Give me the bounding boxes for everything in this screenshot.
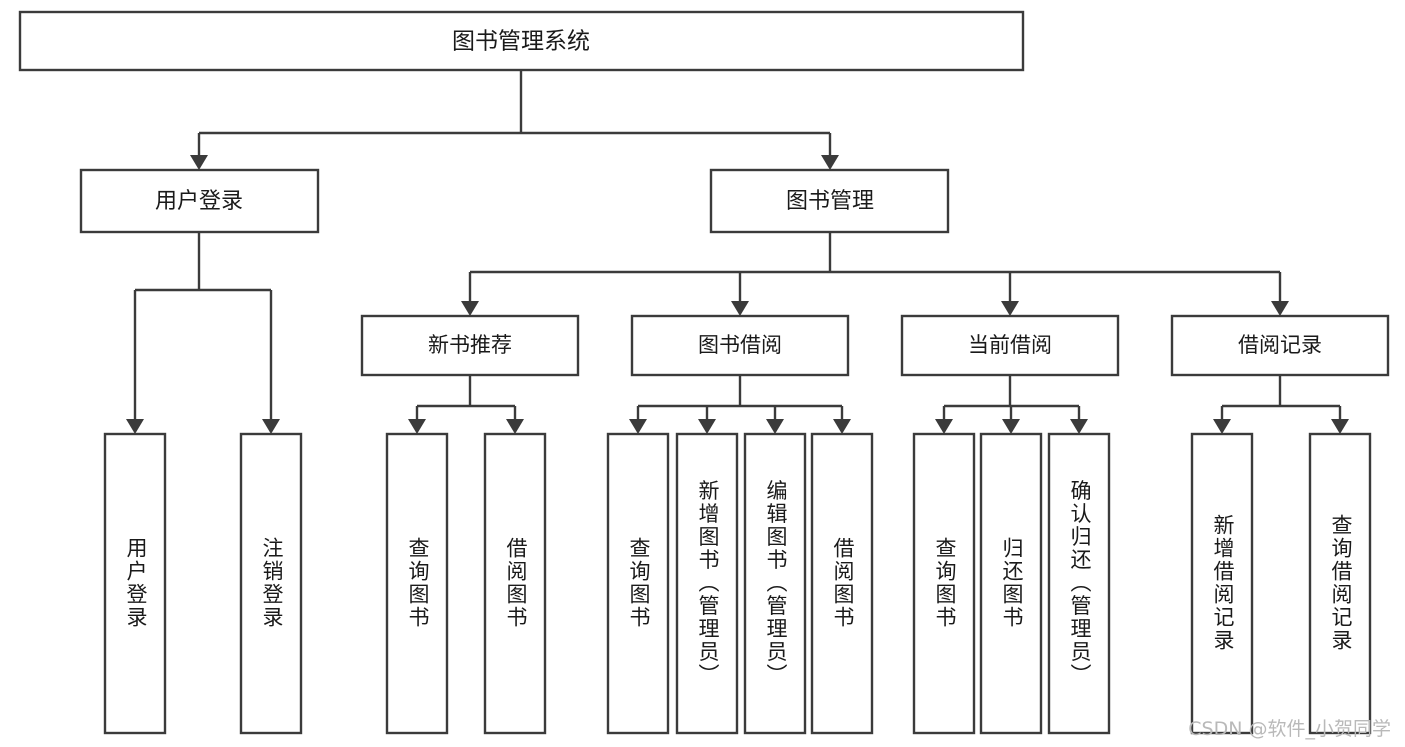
node-borrow-record[interactable]: 借阅记录 <box>1170 314 1390 377</box>
node-book-borrow-label: 图书借阅 <box>698 333 782 357</box>
arrowhead-book-management <box>821 155 839 170</box>
node-leaf-user-logout-box[interactable] <box>239 432 303 735</box>
node-leaf-edit-book-box[interactable] <box>743 432 807 735</box>
node-leaf-user-logout-label: 注销登录 <box>260 537 284 629</box>
node-current-borrow-label: 当前借阅 <box>968 333 1052 357</box>
node-leaf-query-book-2-box[interactable] <box>606 432 670 735</box>
node-leaf-add-record[interactable]: 新增借阅记录 <box>1190 432 1254 735</box>
node-user-login-label: 用户登录 <box>155 189 243 214</box>
node-leaf-user-login-label: 用户登录 <box>124 537 148 629</box>
node-borrow-record-box[interactable] <box>1170 314 1390 377</box>
node-leaf-add-book[interactable]: 新增图书（管理员） <box>675 432 739 735</box>
node-leaf-edit-book-label: 编辑图书（管理员） <box>764 480 788 687</box>
arrowhead-leaf-query-book-3 <box>935 419 953 434</box>
node-leaf-user-logout[interactable]: 注销登录 <box>239 432 303 735</box>
node-leaf-user-login-box[interactable] <box>103 432 167 735</box>
node-leaf-return-book-label: 归还图书 <box>1000 537 1024 629</box>
node-leaf-borrow-book-2-box[interactable] <box>810 432 874 735</box>
arrowhead-leaf-edit-book <box>766 419 784 434</box>
node-leaf-return-book-box[interactable] <box>979 432 1043 735</box>
node-leaf-borrow-book-1[interactable]: 借阅图书 <box>483 432 547 735</box>
arrowhead-borrow-record <box>1271 301 1289 316</box>
arrowhead-leaf-query-record <box>1331 419 1349 434</box>
node-leaf-query-book-2-label: 查询图书 <box>627 537 651 629</box>
node-leaf-query-book-2[interactable]: 查询图书 <box>606 432 670 735</box>
node-leaf-edit-book[interactable]: 编辑图书（管理员） <box>743 432 807 735</box>
node-leaf-return-book[interactable]: 归还图书 <box>979 432 1043 735</box>
node-leaf-query-record-label: 查询借阅记录 <box>1329 514 1353 652</box>
node-user-login[interactable]: 用户登录 <box>79 168 320 234</box>
arrowhead-user-login <box>190 155 208 170</box>
node-book-borrow-box[interactable] <box>630 314 850 377</box>
node-leaf-query-book-3[interactable]: 查询图书 <box>912 432 976 735</box>
arrowhead-leaf-query-book-1 <box>408 419 426 434</box>
node-leaf-confirm-return-box[interactable] <box>1047 432 1111 735</box>
arrowhead-leaf-user-login <box>126 419 144 434</box>
arrowhead-leaf-add-record <box>1213 419 1231 434</box>
node-current-borrow-box[interactable] <box>900 314 1120 377</box>
node-book-borrow[interactable]: 图书借阅 <box>630 314 850 377</box>
node-leaf-query-book-3-box[interactable] <box>912 432 976 735</box>
node-book-management-label: 图书管理 <box>786 189 874 214</box>
node-leaf-borrow-book-2[interactable]: 借阅图书 <box>810 432 874 735</box>
node-new-book-recommend-box[interactable] <box>360 314 580 377</box>
node-root-label: 图书管理系统 <box>452 29 590 55</box>
node-leaf-query-book-1-box[interactable] <box>385 432 449 735</box>
node-leaf-add-record-box[interactable] <box>1190 432 1254 735</box>
watermark: CSDN @软件_小贺同学 <box>1188 718 1391 740</box>
node-current-borrow[interactable]: 当前借阅 <box>900 314 1120 377</box>
node-leaf-borrow-book-1-box[interactable] <box>483 432 547 735</box>
arrowhead-leaf-confirm-return <box>1070 419 1088 434</box>
node-leaf-user-login[interactable]: 用户登录 <box>103 432 167 735</box>
node-book-management-box[interactable] <box>709 168 950 234</box>
arrowhead-leaf-return-book <box>1002 419 1020 434</box>
node-leaf-query-record-box[interactable] <box>1308 432 1372 735</box>
node-root-box[interactable] <box>18 10 1025 72</box>
arrowhead-leaf-query-book-2 <box>629 419 647 434</box>
node-leaf-borrow-book-2-label: 借阅图书 <box>831 537 855 629</box>
node-leaf-query-book-3-label: 查询图书 <box>933 537 957 629</box>
arrowhead-new-book-recommend <box>461 301 479 316</box>
connector-layer <box>126 70 1349 434</box>
node-new-book-recommend-label: 新书推荐 <box>428 333 512 357</box>
arrowhead-book-borrow <box>731 301 749 316</box>
node-borrow-record-label: 借阅记录 <box>1238 333 1322 357</box>
node-leaf-borrow-book-1-label: 借阅图书 <box>504 537 528 629</box>
arrowhead-current-borrow <box>1001 301 1019 316</box>
arrowhead-leaf-user-logout <box>262 419 280 434</box>
node-leaf-query-record[interactable]: 查询借阅记录 <box>1308 432 1372 735</box>
arrowhead-leaf-borrow-book-1 <box>506 419 524 434</box>
node-leaf-confirm-return-label: 确认归还（管理员） <box>1068 480 1092 687</box>
node-user-login-box[interactable] <box>79 168 320 234</box>
node-leaf-query-book-1[interactable]: 查询图书 <box>385 432 449 735</box>
node-leaf-add-book-label: 新增图书（管理员） <box>696 480 720 687</box>
node-new-book-recommend[interactable]: 新书推荐 <box>360 314 580 377</box>
arrowhead-leaf-add-book <box>698 419 716 434</box>
node-leaf-confirm-return[interactable]: 确认归还（管理员） <box>1047 432 1111 735</box>
node-root[interactable]: 图书管理系统 <box>18 10 1025 72</box>
node-book-management[interactable]: 图书管理 <box>709 168 950 234</box>
arrowhead-leaf-borrow-book-2 <box>833 419 851 434</box>
node-leaf-add-book-box[interactable] <box>675 432 739 735</box>
node-leaf-query-book-1-label: 查询图书 <box>406 537 430 629</box>
node-leaf-add-record-label: 新增借阅记录 <box>1211 514 1235 652</box>
